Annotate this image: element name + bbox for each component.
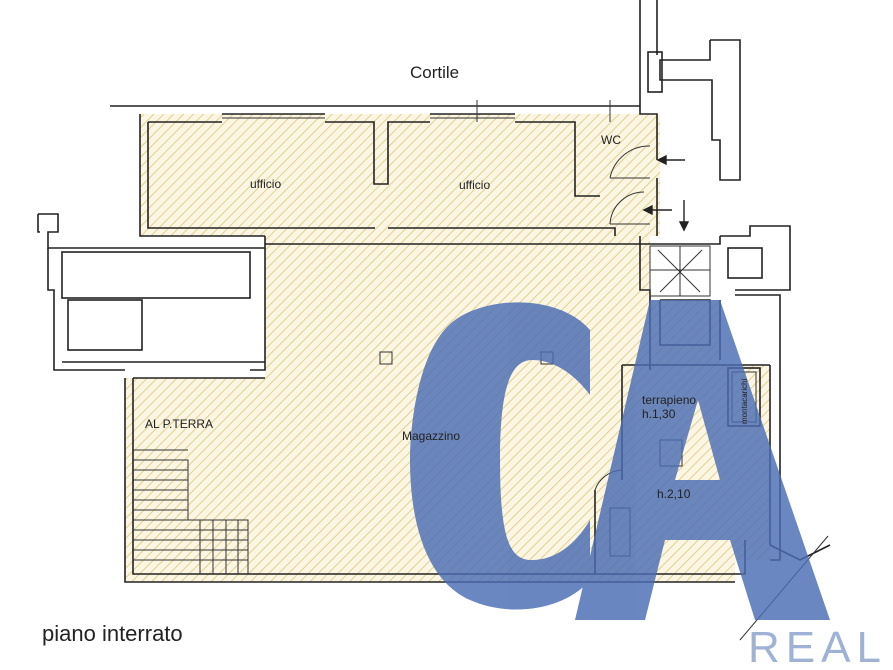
wc-label: WC [601, 133, 621, 147]
arrow-icon [642, 154, 690, 232]
warehouse-label: Magazzino [402, 429, 460, 443]
doors [594, 145, 651, 491]
watermark-logo [410, 300, 830, 620]
floor-name-label: piano interrato [42, 621, 183, 646]
spiral-stair [649, 245, 711, 297]
watermark-subtitle: REAL E [748, 623, 893, 670]
pillar [379, 351, 393, 365]
courtyard-label: Cortile [410, 63, 459, 82]
office-label-2: ufficio [459, 178, 490, 192]
windows [222, 100, 611, 122]
stairs-up [133, 449, 249, 574]
office-label-1: ufficio [250, 177, 281, 191]
embankment-height-label: h.1,30 [642, 407, 676, 421]
dumbwaiter-label: montacarichi [740, 378, 749, 424]
embankment-label: terrapieno [642, 393, 696, 407]
height-label: h.2,10 [657, 487, 691, 501]
stairs-up-label: AL P.TERRA [145, 417, 213, 431]
